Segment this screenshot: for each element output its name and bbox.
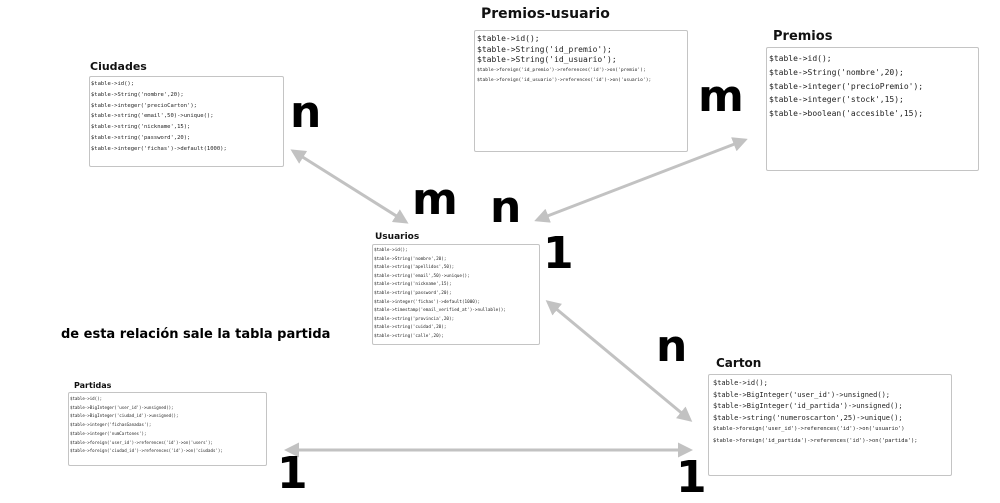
partidas-line: $table->integer('fichasGanadas'); [70, 422, 152, 428]
carton-line: $table->id(); [713, 379, 768, 387]
partidas-line: $table->integer('numCartones'); [70, 430, 147, 436]
usuarios-line: $table->string('provincia',20); [374, 316, 455, 322]
ciudades-line: $table->integer('fichas')->default(1000)… [91, 145, 227, 152]
partidas-title: Partidas [74, 381, 112, 390]
carton-line: $table->foreign('id_partida')->reference… [713, 437, 918, 444]
usuarios-line: $table->string('cuidad',20); [374, 325, 447, 331]
premios-line: $table->boolean('accesible',15); [769, 109, 924, 119]
ciudades-line: $table->String('nombre',20); [91, 91, 184, 98]
premios-usuario-line: $table->id(); [477, 34, 540, 43]
usuarios-line: $table->string('calle',20); [374, 333, 444, 339]
usuarios-table: $table->id(); $table->String('nombre',20… [372, 244, 540, 345]
premios-line: $table->integer('stock',15); [769, 95, 904, 105]
partidas-line: $table->foreign('user_id')->references('… [70, 439, 213, 445]
cardinality-usuarios-top-left: m [412, 174, 458, 225]
cardinality-usuarios-top-right: n [490, 182, 522, 233]
ciudades-line: $table->string('nickname',15); [91, 124, 191, 131]
partidas-line: $table->foreign('ciudad_id')->references… [70, 448, 223, 454]
carton-line: $table->string('numeroscarton',25)->uniq… [713, 413, 903, 422]
cardinality-usuarios-right: 1 [543, 228, 574, 279]
premios-usuario-line: $table->String('id_usuario'); [477, 55, 617, 64]
premios-line: $table->String('nombre',20); [769, 67, 904, 77]
cardinality-partidas: 1 [277, 448, 308, 499]
usuarios-line: $table->timestamp('email_verified_at')->… [374, 308, 506, 314]
arrow-usuarios-carton [545, 300, 693, 422]
usuarios-line: $table->String('nombre',20); [374, 256, 447, 262]
ciudades-line: $table->integer('precioCarton'); [91, 102, 197, 109]
usuarios-line: $table->integer('fichas')->default(1000)… [374, 299, 481, 305]
cardinality-ciudades: n [290, 87, 322, 138]
partidas-line: $table->id(); [70, 396, 103, 401]
premios-title: Premios [773, 29, 833, 44]
premios-usuario-title: Premios-usuario [481, 6, 610, 22]
usuarios-line: $table->string('apellidos',50); [374, 265, 455, 271]
carton-table: $table->id(); $table->BigInteger('user_i… [708, 374, 952, 476]
ciudades-line: $table->string('email',50)->unique(); [91, 113, 214, 120]
carton-line: $table->foreign('user_id')->references('… [713, 426, 905, 433]
carton-title: Carton [716, 356, 762, 370]
cardinality-carton-top: n [656, 321, 688, 372]
relation-note: de esta relación sale la tabla partida [61, 327, 331, 342]
cardinality-carton-bottom: 1 [676, 452, 707, 503]
cardinality-premios: m [698, 71, 744, 122]
arrow-premios-usuarios [534, 137, 748, 223]
partidas-table: $table->id(); $table->BigInteger('user_i… [68, 392, 267, 466]
premios-usuario-line: $table->foreign('id_usuario')->reference… [477, 78, 652, 83]
usuarios-line: $table->id(); [374, 248, 408, 253]
premios-usuario-line: $table->String('id_premio'); [477, 44, 612, 54]
partidas-line: $table->BigInteger('user_id')->unsigned(… [70, 404, 174, 410]
premios-table: $table->id(); $table->String('nombre',20… [766, 47, 979, 171]
premios-usuario-line: $table->foreign('id_premio')->references… [477, 67, 646, 73]
usuarios-line: $table->string('password',20); [374, 290, 452, 296]
usuarios-line: $table->string('nickname',15); [374, 282, 452, 288]
carton-line: $table->BigInteger('user_id')->unsigned(… [713, 390, 891, 399]
premios-line: $table->integer('precioPremio'); [769, 81, 924, 91]
partidas-line: $table->BigInteger('ciudad_id')->unsigne… [70, 413, 179, 419]
premios-line: $table->id(); [769, 54, 832, 63]
carton-line: $table->BigInteger('id_partida')->unsign… [713, 402, 903, 411]
arrow-ciudades-usuarios [290, 149, 409, 224]
ciudades-title: Ciudades [90, 60, 147, 73]
premios-usuario-table: $table->id(); $table->String('id_premio'… [474, 30, 688, 152]
usuarios-line: $table->string('email',50)->unique(); [374, 273, 470, 279]
ciudades-line: $table->string('password',20); [91, 134, 191, 141]
ciudades-line: $table->id(); [91, 81, 135, 87]
ciudades-table: $table->id(); $table->String('nombre',20… [89, 76, 284, 167]
usuarios-title: Usuarios [375, 232, 420, 242]
